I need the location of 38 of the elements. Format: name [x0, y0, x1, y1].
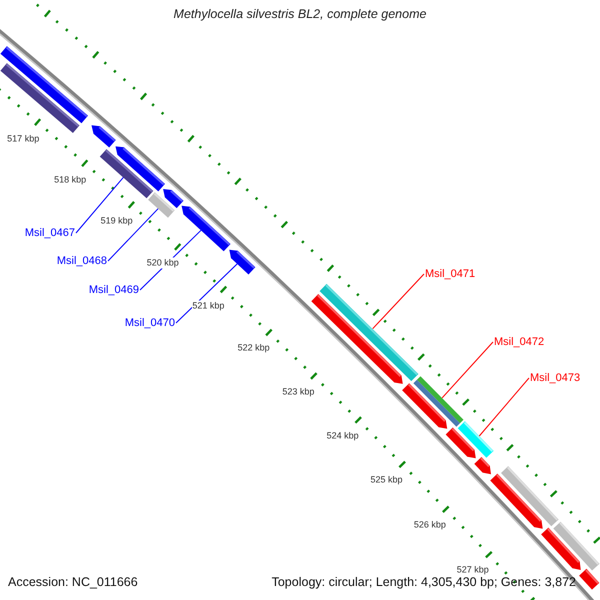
gene-block	[229, 250, 256, 274]
gene-block	[458, 421, 494, 458]
map-title: Methylocella silvestris BL2, complete genome	[172, 7, 428, 21]
scale-label: 522 kbp	[238, 342, 270, 354]
gene-block	[474, 457, 491, 474]
gene-block	[182, 206, 230, 252]
leader-line	[76, 176, 124, 234]
scale-label: 517 kbp	[7, 133, 40, 144]
leader-line	[478, 378, 530, 436]
scale-label: 520 kbp	[146, 258, 179, 269]
accession-text: Accession: NC_011666	[8, 575, 138, 589]
leader-line	[176, 263, 238, 324]
gene-label: Msil_0472	[494, 335, 544, 349]
gene-block	[92, 125, 116, 148]
gene-label: Msil_0469	[88, 283, 139, 297]
leader-line	[108, 208, 159, 262]
scale-label: 523 kbp	[282, 386, 314, 398]
genome-info-text: Topology: circular; Length: 4,305,430 bp; Genes: 3,872	[272, 575, 576, 589]
scale-label: 527 kbp	[456, 564, 489, 576]
gene-block	[311, 294, 403, 384]
gene-label: Msil_0467	[24, 226, 75, 240]
scale-label: 525 kbp	[370, 474, 403, 486]
gene-block	[501, 466, 559, 526]
scale-label: 524 kbp	[326, 430, 359, 442]
gene-label: Msil_0470	[124, 316, 175, 330]
scale-label: 519 kbp	[100, 216, 133, 227]
scale-label: 521 kbp	[192, 300, 224, 311]
leader-line	[372, 274, 424, 330]
gene-block	[579, 568, 600, 590]
scale-label: 526 kbp	[414, 519, 446, 530]
gene-label: Msil_0468	[56, 254, 107, 268]
gene-block	[116, 146, 165, 192]
gene-block	[163, 189, 184, 208]
gene-label: Msil_0471	[425, 267, 476, 281]
gene-block	[553, 522, 600, 570]
gene-label: Msil_0473	[530, 371, 580, 385]
gene-block	[0, 63, 80, 133]
scale-label: 518 kbp	[54, 174, 86, 186]
